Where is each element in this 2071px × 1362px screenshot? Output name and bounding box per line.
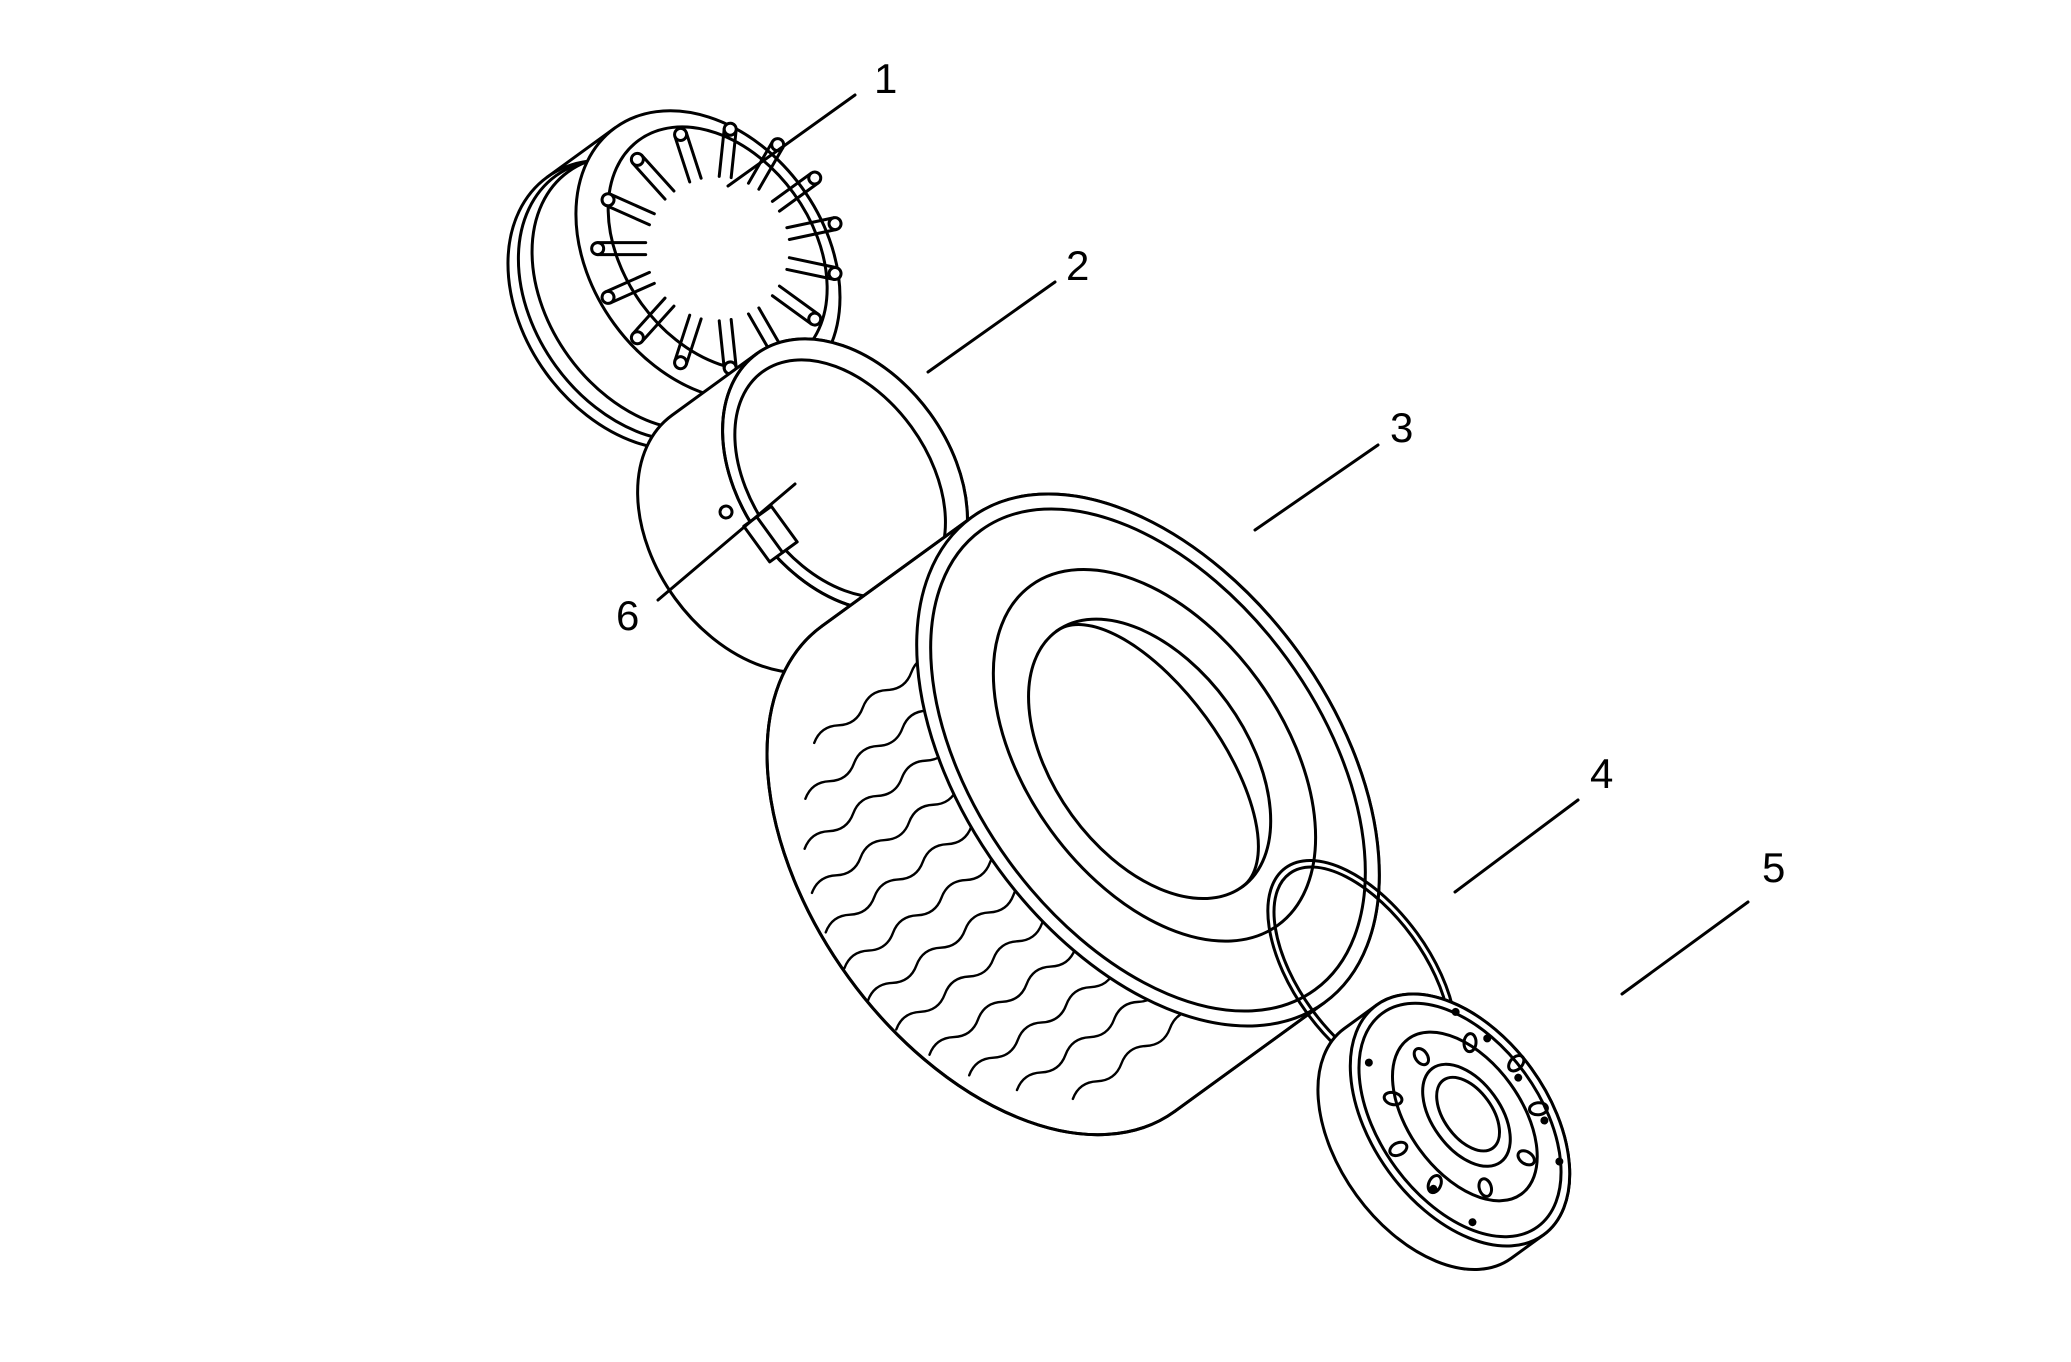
leader-2 <box>926 280 1057 374</box>
callout-numbers: 1 2 3 4 5 6 <box>616 55 1785 891</box>
leader-6 <box>656 482 797 602</box>
leader-5 <box>1620 900 1750 996</box>
callout-2: 2 <box>1066 242 1089 289</box>
leader-3 <box>1253 443 1380 532</box>
callout-6: 6 <box>616 592 639 639</box>
callout-5: 5 <box>1762 844 1785 891</box>
part-3-tire <box>765 492 1381 1137</box>
leader-1 <box>726 93 857 188</box>
part-1-inner-wheel-with-studs <box>506 109 843 452</box>
callout-3: 3 <box>1390 404 1413 451</box>
callout-1: 1 <box>874 55 897 102</box>
callout-4: 4 <box>1590 750 1613 797</box>
callout-leaders <box>656 93 1750 996</box>
leader-4 <box>1453 798 1580 894</box>
part-5-outer-wheel <box>1316 992 1572 1271</box>
